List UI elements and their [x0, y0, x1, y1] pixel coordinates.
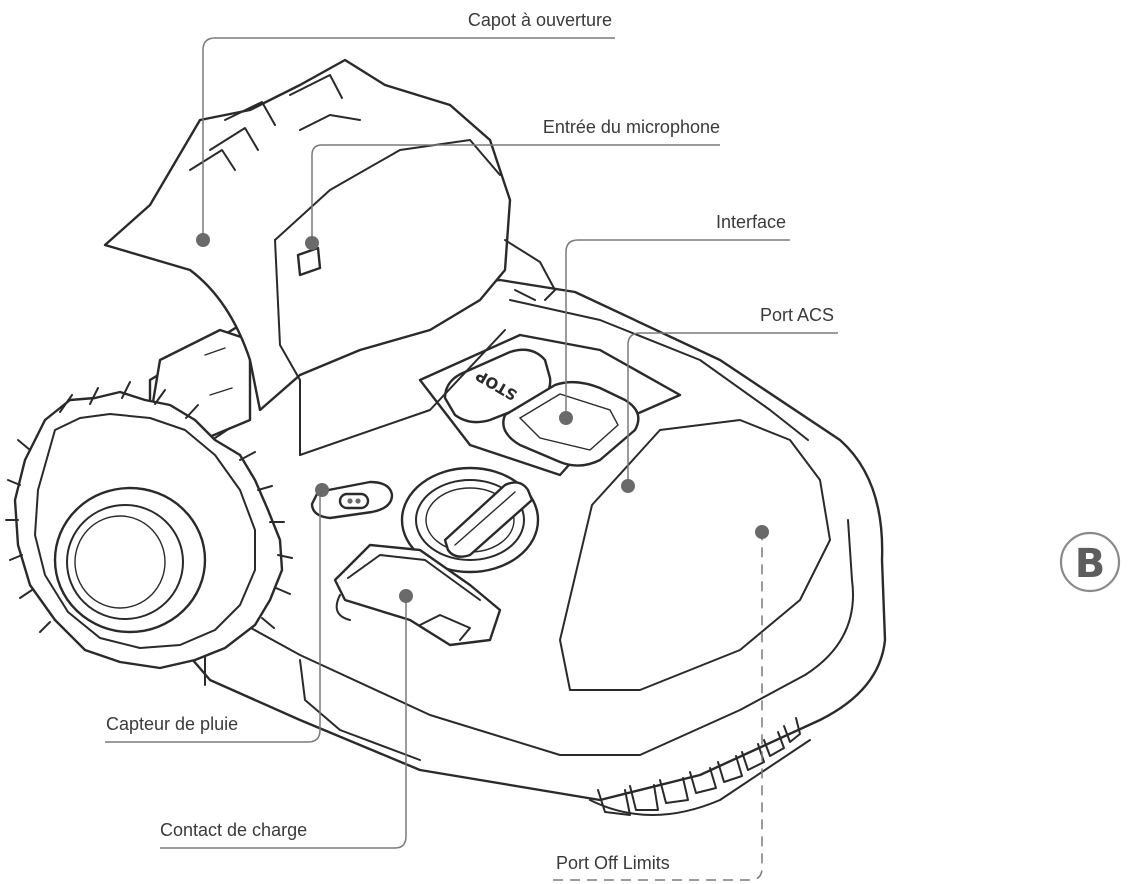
mower-illustration: STOP [5, 58, 887, 816]
height-dial [400, 466, 540, 574]
label-offlimits: Port Off Limits [556, 853, 670, 873]
badge-letter: B [1075, 541, 1106, 587]
leader-charge [160, 596, 407, 849]
badge-circle [1059, 531, 1121, 593]
dot-acs [621, 479, 635, 493]
dot-capot [196, 233, 210, 247]
callout-leaders [105, 37, 838, 881]
label-pluie: Capteur de pluie [106, 714, 238, 734]
interface-display [502, 380, 640, 467]
dot-offlimits [755, 525, 769, 539]
leader-interface [565, 239, 790, 418]
shell-ridge [199, 519, 854, 756]
dot-charge [399, 589, 413, 603]
leader-offlimits [553, 532, 763, 881]
front-shell-lip [509, 299, 809, 441]
interface-display-inner [518, 393, 619, 451]
label-charge: Contact de charge [160, 820, 307, 840]
label-capot: Capot à ouverture [468, 10, 612, 30]
section-badge: B [1059, 531, 1121, 593]
leader-microphone [311, 144, 720, 243]
leader-capot [202, 37, 615, 240]
dot-microphone [305, 236, 319, 250]
callout-labels: Capot à ouverture Entrée du microphone I… [106, 10, 834, 873]
bumper-vents [589, 717, 811, 816]
dot-pluie [315, 483, 329, 497]
dot-interface [559, 411, 573, 425]
leader-acs [627, 332, 838, 486]
label-interface: Interface [716, 212, 786, 232]
label-acs: Port ACS [760, 305, 834, 325]
rain-sensor [310, 480, 394, 520]
opening-hood [103, 58, 556, 456]
callout-dots [196, 233, 769, 603]
label-microphone: Entrée du microphone [543, 117, 720, 137]
leader-pluie [105, 490, 321, 743]
front-shell [559, 419, 831, 691]
rear-wheel [5, 381, 293, 670]
charging-contact [333, 543, 502, 647]
